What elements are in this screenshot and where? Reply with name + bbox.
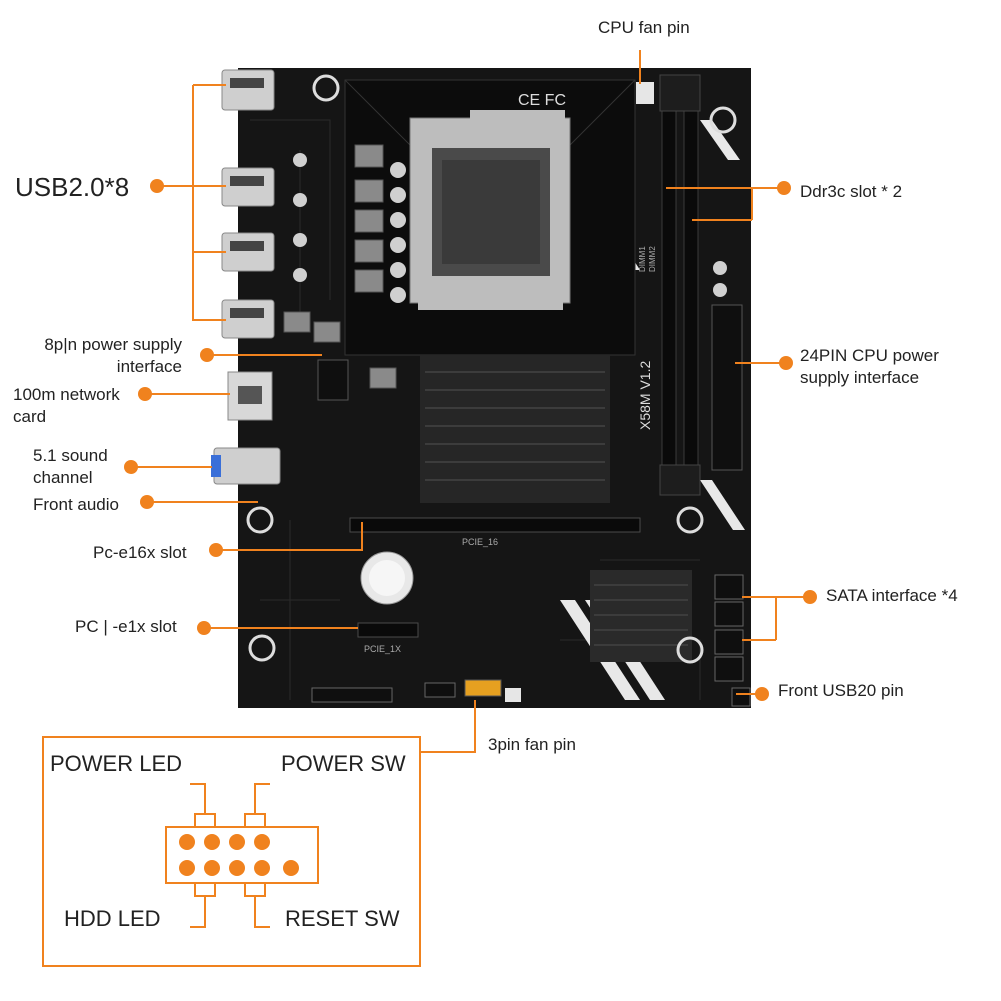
label-network: 100m network card — [13, 385, 120, 426]
label-3pin-fan: 3pin fan pin — [488, 735, 576, 754]
front-usb-header — [731, 687, 751, 707]
label-reset-sw: RESET SW — [285, 906, 400, 931]
silk-pcie1: PCIE_1X — [364, 644, 401, 654]
leader-dots — [124, 179, 817, 701]
silk-pcie16: PCIE_16 — [462, 537, 498, 547]
dimm-slot-2 — [683, 74, 699, 496]
label-front-audio: Front audio — [33, 495, 119, 514]
label-sata: SATA interface *4 — [826, 586, 958, 605]
cpu-fan-header — [636, 82, 654, 104]
label-power-led: POWER LED — [50, 751, 183, 776]
silk-model: X58M V1.2 — [637, 361, 653, 430]
silk-dimm1: DIMM1 — [638, 246, 647, 272]
label-sound: 5.1 sound channel — [33, 446, 108, 487]
label-front-usb: Front USB20 pin — [778, 681, 904, 700]
label-atx24: 24PIN CPU power supply interface — [800, 346, 939, 387]
ce-fc-mark: CE FC — [518, 92, 566, 109]
audio-jacks — [213, 447, 281, 485]
leader-lines — [42, 50, 810, 967]
sata-ports — [714, 574, 744, 682]
label-8pin-power: 8p|n power supply interface — [44, 335, 182, 376]
label-ddr3-slot: Ddr3c slot * 2 — [800, 182, 903, 201]
label-cpu-fan-pin: CPU fan pin — [598, 18, 690, 37]
label-pcie16: Pc-e16x slot — [93, 543, 187, 562]
sys-fan-header — [505, 688, 521, 702]
vrm-chokes — [283, 144, 397, 389]
chipset-heatsink — [420, 355, 610, 503]
header-pins — [179, 834, 299, 876]
label-usb20: USB2.0*8 — [15, 172, 130, 202]
atx-24pin-connector — [711, 304, 743, 471]
eps-8pin-connector — [317, 359, 349, 401]
pcie-x1-slot — [357, 622, 419, 638]
dimm-slot-1 — [661, 74, 677, 496]
label-hdd-led: HDD LED — [64, 906, 161, 931]
label-pcie1: PC | -e1x slot — [75, 617, 177, 636]
silk-dimm2: DIMM2 — [648, 246, 657, 272]
front-panel-header — [464, 679, 502, 697]
pcie-x16-slot — [349, 517, 641, 533]
label-power-sw: POWER SW — [281, 751, 406, 776]
mounting-holes — [246, 74, 737, 664]
